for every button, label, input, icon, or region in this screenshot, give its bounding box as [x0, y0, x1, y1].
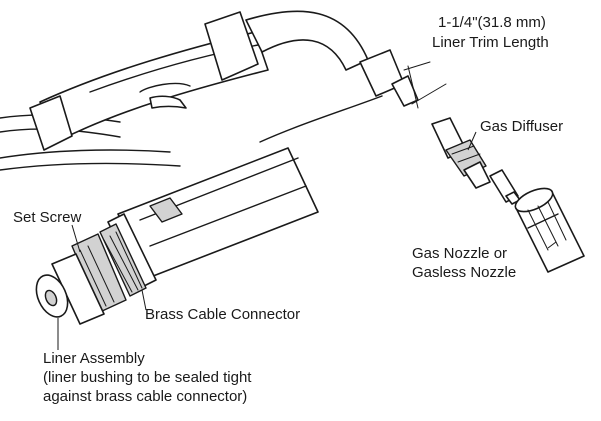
nozzle-label-line1: Gas Nozzle or: [412, 245, 508, 262]
leader-lines: [57, 131, 557, 350]
brass-connector-label: Brass Cable Connector: [145, 306, 301, 323]
handle-rear-collar: [204, 11, 259, 81]
brass-connector-assembly: [35, 147, 319, 325]
trim-length-label-line2: Liner Trim Length: [432, 34, 549, 51]
liner-assembly-label-line1: Liner Assembly: [43, 350, 145, 367]
set-screw-label: Set Screw: [13, 209, 82, 226]
liner-end: [51, 253, 105, 325]
gooseneck-tube: [245, 10, 419, 107]
handle-front-collar: [29, 95, 73, 151]
trigger: [149, 95, 187, 109]
nozzle-label-line2: Gasless Nozzle: [412, 264, 517, 281]
gas-diffuser-label: Gas Diffuser: [480, 118, 564, 135]
set-screw-head: [149, 197, 183, 223]
liner-assembly-label-line2: (liner bushing to be sealed tight: [43, 369, 252, 386]
liner-wire: [259, 95, 383, 143]
gas-diffuser-part: [431, 117, 491, 189]
gun-handle: [29, 11, 269, 151]
trim-length-label-line1: 1-1/4"(31.8 mm): [438, 14, 546, 31]
trim-length-dimension: [403, 61, 447, 109]
liner-assembly-label-line3: against brass cable connector): [43, 388, 248, 405]
gas-nozzle-part: [514, 187, 585, 273]
contact-tip-part: [489, 169, 521, 205]
